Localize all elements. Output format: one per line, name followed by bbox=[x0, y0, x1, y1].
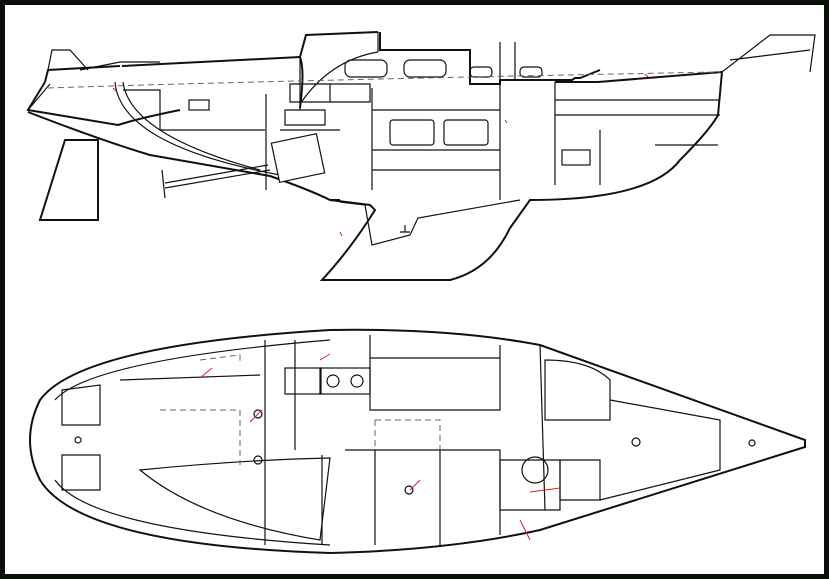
cockpit-well bbox=[119, 374, 331, 541]
transom bbox=[27, 83, 51, 111]
settee-starboard bbox=[321, 449, 501, 545]
stern-rail bbox=[47, 49, 160, 71]
forward-hatches bbox=[544, 359, 611, 501]
fitting bbox=[748, 439, 756, 447]
waterline bbox=[47, 71, 721, 89]
table-outline bbox=[374, 419, 441, 450]
bow-pulpit bbox=[721, 34, 816, 73]
burner bbox=[326, 374, 340, 388]
head-toilet bbox=[521, 456, 549, 484]
porthole bbox=[469, 66, 493, 78]
locker bbox=[561, 149, 591, 166]
settee-port bbox=[369, 335, 501, 411]
propeller bbox=[161, 169, 166, 199]
plan-view bbox=[29, 328, 806, 555]
toerail bbox=[54, 339, 331, 546]
hatch bbox=[188, 99, 210, 111]
galley-sink bbox=[284, 367, 322, 395]
cockpit-curve bbox=[114, 81, 281, 176]
deck-outline bbox=[29, 328, 806, 555]
head-compartment bbox=[499, 459, 561, 511]
stove bbox=[280, 109, 340, 131]
keel-sump bbox=[339, 199, 521, 246]
burner bbox=[350, 374, 364, 388]
fitting bbox=[253, 409, 263, 419]
v-berth bbox=[539, 344, 721, 511]
mast bbox=[499, 42, 516, 80]
engine bbox=[270, 132, 326, 184]
galley-cabinets bbox=[265, 83, 371, 190]
hull-outline bbox=[26, 71, 723, 281]
fitting bbox=[253, 455, 263, 465]
accent-marks bbox=[199, 353, 561, 541]
rudder bbox=[38, 139, 99, 221]
fitting bbox=[404, 485, 414, 495]
companionway bbox=[264, 340, 296, 545]
hidden-lines bbox=[160, 354, 241, 465]
cockpit-curve-inner bbox=[122, 81, 261, 171]
cockpit-seats bbox=[61, 384, 101, 491]
fitting bbox=[74, 436, 82, 444]
settee-back bbox=[443, 119, 489, 146]
interior-lines bbox=[371, 82, 720, 200]
profile-view bbox=[26, 31, 816, 281]
fitting bbox=[631, 437, 641, 447]
cabin-front bbox=[299, 32, 379, 105]
accent-marks bbox=[112, 73, 649, 237]
porthole bbox=[344, 59, 388, 78]
porthole bbox=[519, 66, 543, 78]
keel-bolt bbox=[400, 225, 410, 233]
porthole bbox=[403, 59, 447, 78]
prop-shaft bbox=[164, 164, 271, 189]
aft-cabin bbox=[123, 89, 265, 131]
settee-back bbox=[389, 119, 435, 146]
